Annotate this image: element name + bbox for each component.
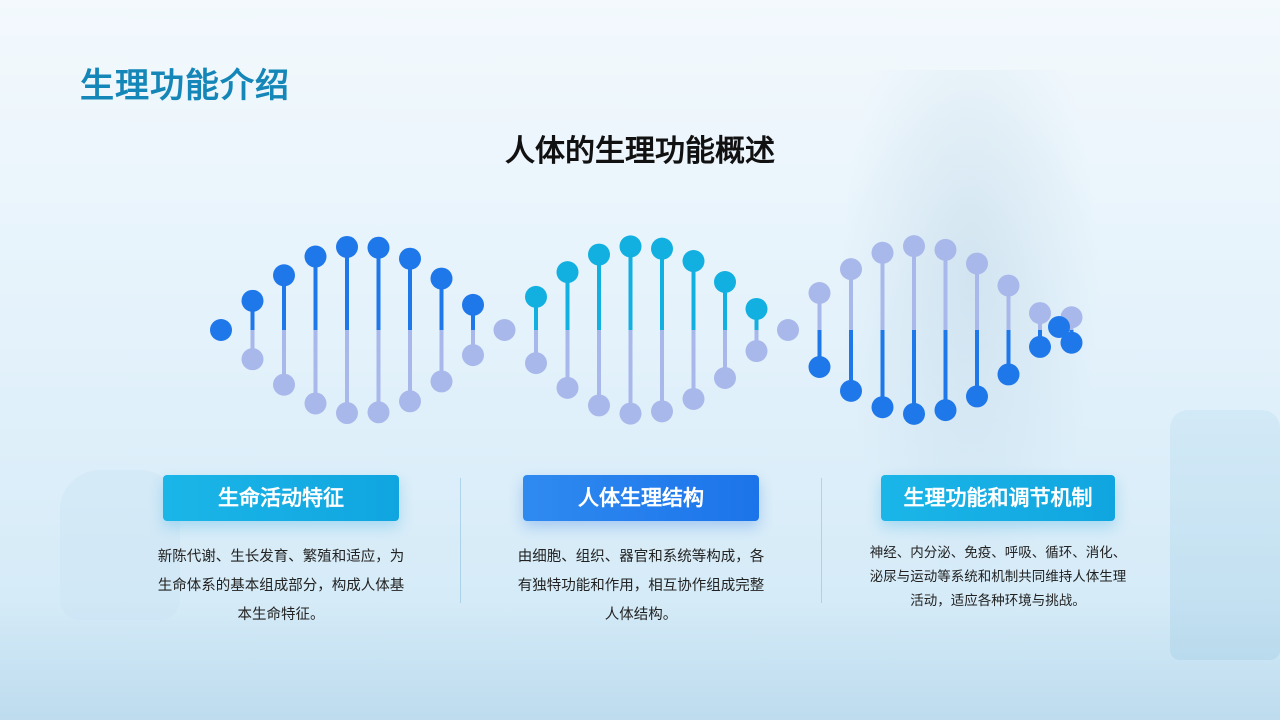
section-description: 神经、内分泌、免疫、呼吸、循环、消化、泌尿与运动等系统和机制共同维持人体生理活动… xyxy=(869,545,1127,609)
column-divider xyxy=(460,478,461,603)
section-body-structure: 人体生理结构 由细胞、组织、器官和系统等构成，各有独特功能和作用，相互协作组成完… xyxy=(511,475,771,630)
section-label: 人体生理结构 xyxy=(523,475,759,521)
column-divider xyxy=(821,478,822,603)
section-label: 生理功能和调节机制 xyxy=(881,475,1115,521)
section-description: 新陈代谢、生长发育、繁殖和适应，为生命体系的基本组成部分，构成人体基本生命特征。 xyxy=(157,549,405,623)
slide-subtitle: 人体的生理功能概述 xyxy=(505,134,775,169)
section-life-activity: 生命活动特征 新陈代谢、生长发育、繁殖和适应，为生命体系的基本组成部分，构成人体… xyxy=(151,475,411,630)
page-title: 生理功能介绍 xyxy=(80,66,290,106)
section-description: 由细胞、组织、器官和系统等构成，各有独特功能和作用，相互协作组成完整人体结构。 xyxy=(517,549,765,623)
section-label: 生命活动特征 xyxy=(163,475,399,521)
section-regulation: 生理功能和调节机制 神经、内分泌、免疫、呼吸、循环、消化、泌尿与运动等系统和机制… xyxy=(866,475,1130,613)
